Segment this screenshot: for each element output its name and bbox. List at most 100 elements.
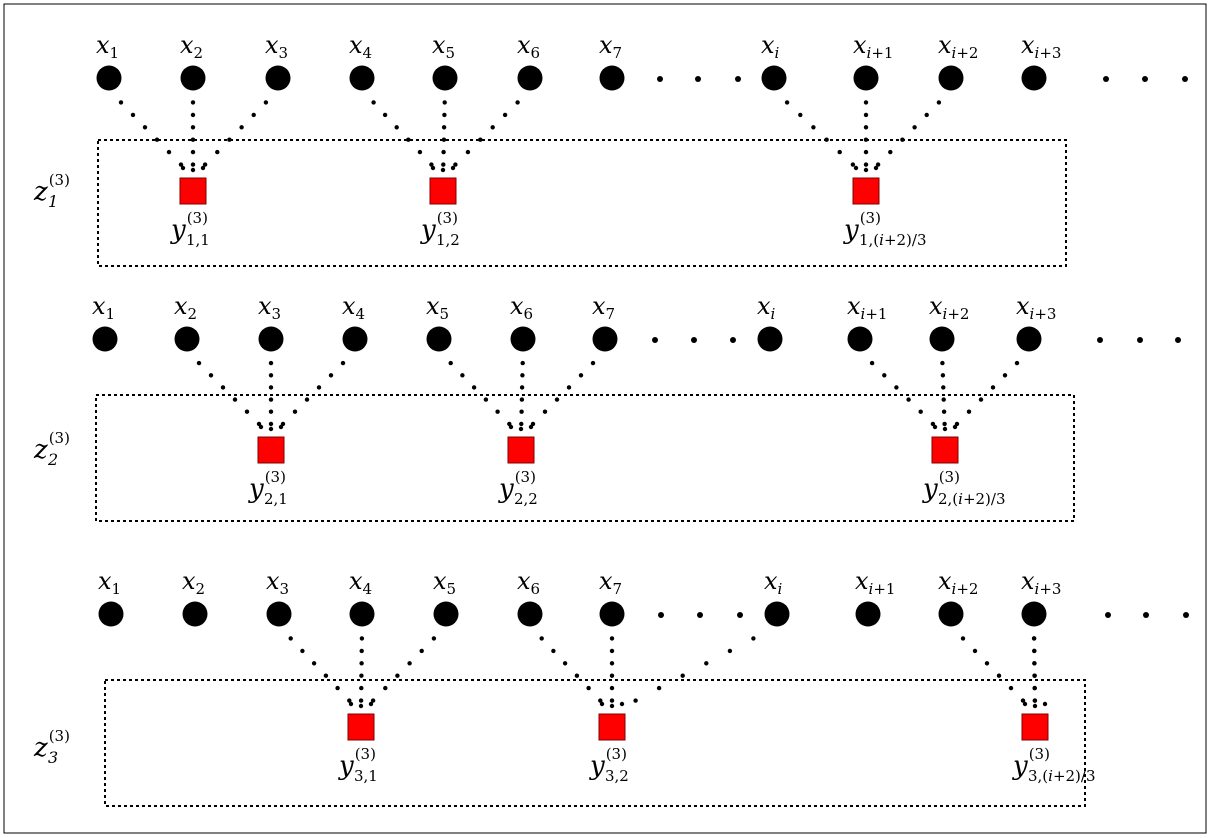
input-label: x5 (432, 31, 455, 62)
connection-dot (519, 385, 525, 390)
output-label: y(3)3,1 (338, 745, 378, 785)
input-node (342, 326, 368, 352)
connection-dot (440, 167, 446, 173)
connection-dot (268, 385, 274, 390)
group-label: z(3)3 (33, 727, 70, 767)
connection-dot (863, 112, 869, 118)
connection-dot (519, 397, 525, 402)
output-label: y(3)3,(i+2)/3 (1012, 745, 1096, 785)
connection-dot (394, 125, 399, 130)
connection-dot (419, 648, 424, 654)
group-label: z(3)1 (33, 171, 70, 211)
input-label: x7 (599, 567, 622, 598)
output-node (257, 436, 285, 464)
input-node (599, 601, 625, 627)
input-label: xi+3 (1016, 292, 1056, 323)
connection-dot (502, 112, 508, 118)
input-node (1021, 601, 1047, 627)
input-label: x7 (592, 292, 615, 323)
connection-dot (244, 409, 250, 414)
connection-dot (574, 673, 580, 678)
input-node (432, 65, 458, 91)
connection-dot (441, 137, 447, 142)
connection-dot (232, 397, 238, 402)
connection-dot (258, 424, 264, 430)
connection-dot (863, 167, 869, 173)
connection-dot (359, 636, 365, 641)
input-label: x3 (258, 292, 281, 323)
input-label: x7 (599, 31, 622, 62)
input-label: x1 (98, 567, 121, 598)
connection-dot (178, 162, 184, 167)
input-label: xi+1 (847, 292, 887, 323)
connection-dot (368, 701, 374, 707)
input-label: x2 (174, 292, 197, 323)
connection-dot (358, 698, 364, 703)
output-node (931, 436, 959, 464)
connection-dot (359, 673, 364, 678)
input-label: xi+2 (938, 31, 978, 62)
connection-dot (383, 685, 388, 691)
input-label: xi+3 (1021, 567, 1061, 598)
connection-dot (190, 137, 196, 142)
connection-dot (912, 125, 917, 130)
input-label: x2 (180, 31, 203, 62)
input-node (182, 601, 208, 627)
connection-dot (316, 385, 322, 390)
output-node (347, 713, 375, 741)
connection-dot (348, 701, 354, 707)
connection-dot (166, 149, 172, 155)
ellipsis-dot (1175, 337, 1181, 343)
input-label: x4 (349, 31, 372, 62)
connection-dot (940, 373, 946, 378)
connection-dot (609, 685, 615, 691)
connection-dot (863, 149, 869, 155)
connection-dot (495, 409, 500, 414)
input-label: xi+1 (855, 567, 895, 598)
connection-dot (347, 698, 352, 703)
connection-dot (483, 397, 489, 402)
group-frame (95, 394, 1075, 522)
ellipsis-dot (1103, 76, 1109, 82)
input-node (96, 65, 122, 91)
connection-dot (863, 162, 869, 167)
connection-dot (837, 149, 842, 155)
output-label: y(3)3,2 (589, 745, 629, 785)
outer-border (3, 3, 1207, 834)
connection-dot (370, 698, 376, 703)
connection-dot (417, 149, 423, 155)
connection-dot (1032, 685, 1037, 691)
connection-dot (429, 162, 434, 167)
connection-dot (873, 165, 879, 171)
connection-dot (311, 661, 317, 666)
connection-dot (518, 426, 524, 432)
connection-dot (875, 162, 881, 167)
input-label: xi+2 (929, 292, 969, 323)
connection-dot (1032, 661, 1037, 666)
connection-dot (609, 698, 615, 703)
connection-dot (952, 424, 958, 430)
connection-dot (268, 421, 274, 427)
connection-dot (340, 360, 346, 366)
input-node (757, 326, 783, 352)
input-node (853, 65, 879, 91)
connection-dot (190, 112, 196, 118)
connection-dot (704, 661, 709, 666)
connection-dot (1002, 373, 1008, 378)
ellipsis-dot (1137, 337, 1143, 343)
ellipsis-dot (735, 76, 741, 82)
connection-dot (853, 165, 859, 171)
connection-dot (1032, 673, 1037, 678)
input-node (510, 326, 536, 352)
connection-dot (328, 373, 334, 378)
connection-dot (442, 112, 447, 118)
connection-dot (996, 673, 1002, 678)
connection-dot (609, 703, 615, 709)
input-label: x5 (433, 567, 456, 598)
input-node (764, 601, 790, 627)
